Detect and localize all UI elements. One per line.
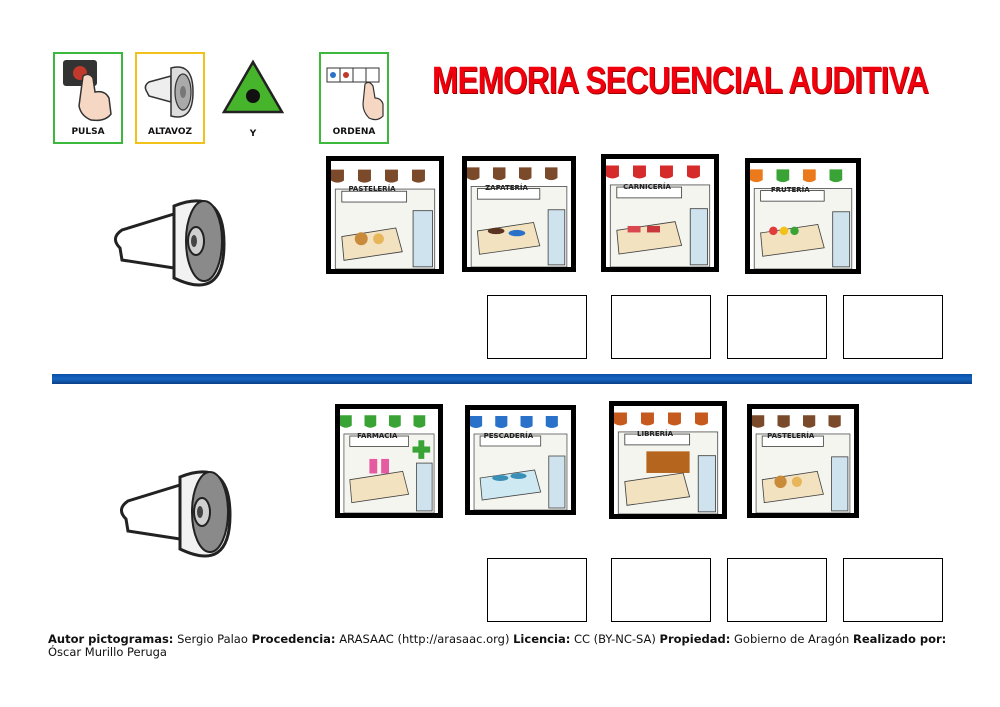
page-title: MEMORIA SECUENCIAL AUDITIVA [432, 60, 929, 102]
shop-card-pasteleria[interactable]: PASTELERÍA [326, 156, 444, 274]
shop-card-libreria[interactable]: LIBRERÍA [609, 401, 727, 519]
legend-ordena: ORDENA [319, 52, 389, 144]
shop-card-pescaderia[interactable]: PESCADERÍA [465, 405, 576, 515]
fish-shop-icon [470, 416, 568, 510]
shop-label: ZAPATERÍA [485, 184, 528, 193]
shop-label: FARMACIA [357, 431, 398, 440]
procedencia-label: Procedencia: [251, 632, 336, 646]
shop-label: CARNICERÍA [623, 182, 671, 191]
answer-slot-row2-1[interactable] [487, 558, 587, 622]
propiedad-value: Gobierno de Aragón [734, 632, 850, 646]
credits-footer: Autor pictogramas: Sergio Palao Proceden… [48, 633, 968, 659]
shop-label: FRUTERÍA [770, 186, 810, 195]
shop-label: PASTELERÍA [767, 431, 815, 440]
shop-label: PESCADERÍA [483, 432, 534, 440]
triangle-y-icon [221, 59, 285, 114]
shop-label: LIBRERÍA [637, 429, 674, 438]
speaker-icon [144, 66, 194, 118]
realizado-value: Óscar Murillo Peruga [48, 645, 167, 659]
pharmacy-icon [340, 415, 435, 513]
shop-card-zapateria[interactable]: ZAPATERÍA [462, 156, 576, 272]
legend-pulsa-label: PULSA [71, 127, 105, 137]
answer-slot-row1-4[interactable] [843, 295, 943, 359]
order-hand-icon [326, 67, 384, 121]
legend-ordena-label: ORDENA [332, 127, 376, 137]
legend-altavoz: ALTAVOZ [135, 52, 205, 144]
shoe-shop-icon [467, 167, 568, 267]
speaker-icon [120, 470, 232, 558]
speaker-button-row2[interactable] [114, 455, 236, 573]
autor-label: Autor pictogramas: [48, 632, 174, 646]
answer-slot-row2-3[interactable] [727, 558, 827, 622]
shop-card-fruteria[interactable]: FRUTERÍA [745, 158, 861, 274]
answer-slot-row2-2[interactable] [611, 558, 711, 622]
bookstore-icon [614, 412, 719, 514]
answer-slot-row1-1[interactable] [487, 295, 587, 359]
speaker-icon [114, 199, 226, 287]
shop-card-carniceria[interactable]: CARNICERÍA [601, 154, 719, 272]
procedencia-value: ARASAAC (http://arasaac.org) [339, 632, 510, 646]
realizado-label: Realizado por: [852, 632, 947, 646]
legend-y-label: Y [249, 129, 257, 139]
butcher-shop-icon [606, 165, 711, 267]
propiedad-label: Propiedad: [659, 632, 731, 646]
autor-value: Sergio Palao [177, 632, 248, 646]
speaker-button-row1[interactable] [108, 184, 230, 302]
shop-card-farmacia[interactable]: FARMACIA [335, 404, 443, 518]
shop-label: PASTELERÍA [348, 184, 396, 193]
shop-card-pasteleria-2[interactable]: PASTELERÍA [747, 404, 859, 518]
answer-slot-row1-3[interactable] [727, 295, 827, 359]
pastry-shop-icon [331, 161, 439, 269]
pastry-shop-icon [752, 415, 851, 513]
answer-slot-row1-2[interactable] [611, 295, 711, 359]
legend-pulsa: PULSA [53, 52, 123, 144]
fruit-shop-icon [750, 169, 853, 269]
section-divider [52, 374, 972, 384]
legend-y: Y [218, 52, 288, 144]
press-button-icon [63, 60, 112, 122]
licencia-value: CC (BY-NC-SA) [573, 632, 656, 646]
legend-altavoz-label: ALTAVOZ [148, 127, 192, 137]
licencia-label: Licencia: [513, 632, 571, 646]
answer-slot-row2-4[interactable] [843, 558, 943, 622]
